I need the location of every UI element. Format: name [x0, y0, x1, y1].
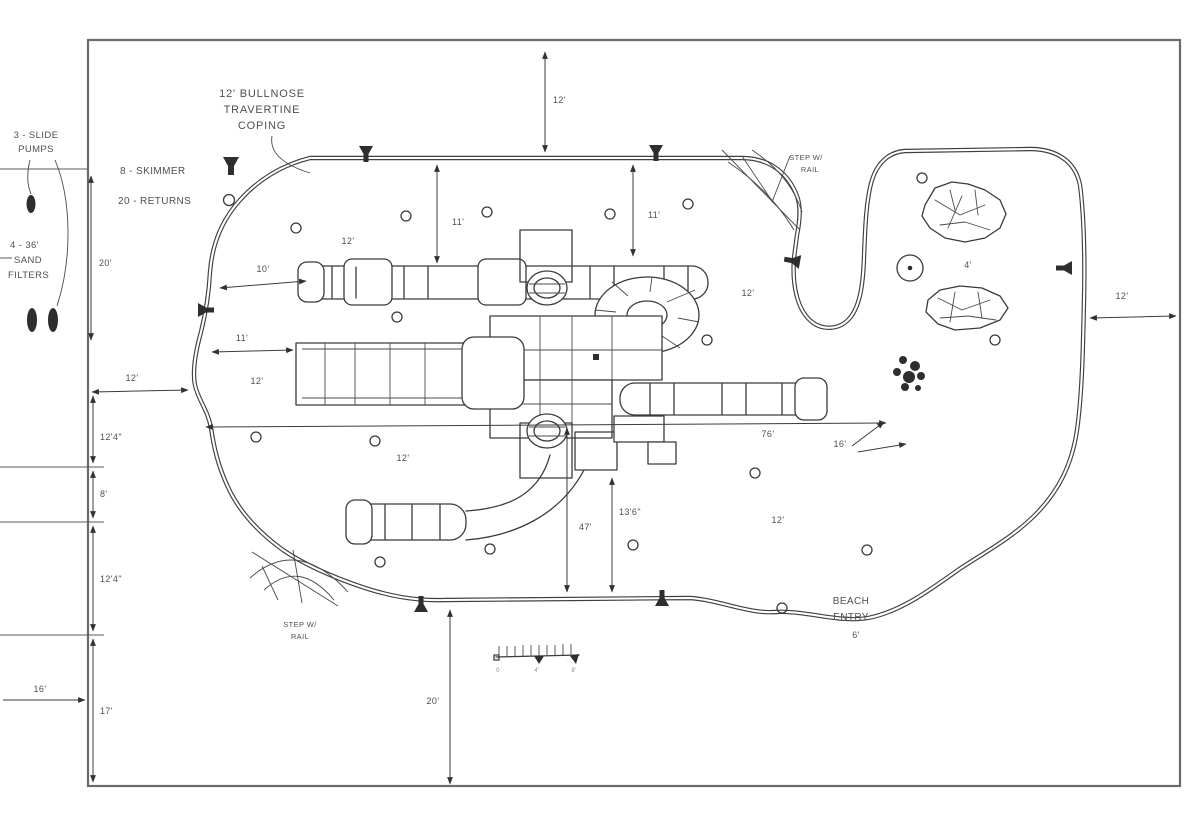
lagoon-size-label: 4'	[964, 260, 972, 270]
dim-lower-left: 47'	[579, 522, 592, 532]
dim-slide-offset: 10'	[257, 264, 270, 274]
property-border	[86, 38, 1182, 788]
slide-pumps-label-1: 3 - SLIDE	[14, 130, 59, 141]
skimmer-fittings	[198, 145, 1072, 612]
scale-tick-8: 8'	[571, 668, 576, 674]
coping-leader	[271, 135, 311, 174]
beach-entry-label-1: BEACH	[833, 596, 869, 607]
depth-marker-3: 12'	[251, 376, 264, 386]
dim-equip-width: 16'	[34, 684, 47, 694]
step-rail-bottom-label-1: STEP W/	[283, 620, 317, 629]
skimmer-legend-label: 8 - SKIMMER	[120, 166, 186, 177]
beach-depth-label: 6'	[852, 630, 860, 640]
annotations: 12' BULLNOSE TRAVERTINE COPING 8 - SKIMM…	[8, 88, 1128, 716]
depth-marker-2: 12'	[742, 288, 755, 298]
dim-left: 12'	[126, 373, 139, 383]
dim-narrow: 16'	[834, 439, 847, 449]
coping-note-line2: TRAVERTINE	[224, 104, 301, 116]
dim-top: 12'	[553, 95, 566, 105]
beach-entry-label-2: ENTRY	[833, 612, 869, 623]
depth-marker-1: 12'	[342, 236, 355, 246]
scale-tick-0: 0	[496, 668, 500, 674]
pump-filter-symbols	[0, 159, 69, 332]
slide-structure	[295, 229, 828, 545]
returns-legend-label: 20 - RETURNS	[118, 196, 191, 207]
rock-feature-upper	[921, 181, 1007, 243]
dim-equip-height: 20'	[99, 258, 112, 268]
step-rail-top-label-2: RAIL	[801, 165, 819, 174]
depth-marker-4: 12'	[397, 453, 410, 463]
dim-right: 12'	[1116, 291, 1129, 301]
depth-marker-5: 12'	[772, 515, 785, 525]
dim-chain-3: 12'4"	[100, 574, 122, 584]
sand-filters-label-2: SAND	[14, 255, 42, 266]
return-fittings	[250, 172, 1001, 614]
corner-steps-top-right	[721, 149, 803, 231]
return-legend-icon	[222, 193, 236, 207]
scale-bar: 0 4' 8'	[493, 644, 580, 674]
skimmer-legend-icon	[223, 157, 239, 175]
dim-chain-1: 12'4"	[100, 432, 122, 442]
dim-inset-right: 11'	[648, 210, 660, 220]
palm-symbol	[893, 356, 925, 391]
dim-lower-right: 13'6"	[619, 507, 641, 517]
sand-filters-label-1: 4 - 36'	[10, 240, 39, 251]
umbrella-symbol	[896, 254, 924, 282]
legend-symbols	[222, 157, 239, 207]
dim-bottom-offset: 20'	[427, 696, 440, 706]
slide-pumps-label-2: PUMPS	[18, 144, 54, 155]
pool-outline-inner	[192, 147, 1086, 621]
step-rail-top-label-1: STEP W/	[789, 153, 823, 162]
sand-filters-label-3: FILTERS	[8, 270, 49, 281]
step-rail-bottom-label-2: RAIL	[291, 632, 309, 641]
dim-inset-left: 11'	[452, 217, 464, 227]
corner-steps-bottom-left	[249, 549, 349, 607]
rock-feature-lower	[925, 285, 1009, 331]
dim-chain-4: 17'	[100, 706, 113, 716]
dimension-lines	[3, 51, 1177, 785]
coping-note-line1: 12' BULLNOSE	[219, 88, 305, 100]
coping-note-line3: COPING	[238, 120, 286, 132]
dim-platform-offset: 11'	[236, 333, 248, 343]
scale-tick-4: 4'	[534, 668, 539, 674]
equipment-area-lines	[0, 168, 104, 636]
dim-chain-2: 8'	[100, 489, 108, 499]
dim-pool-length: 76'	[762, 429, 775, 439]
